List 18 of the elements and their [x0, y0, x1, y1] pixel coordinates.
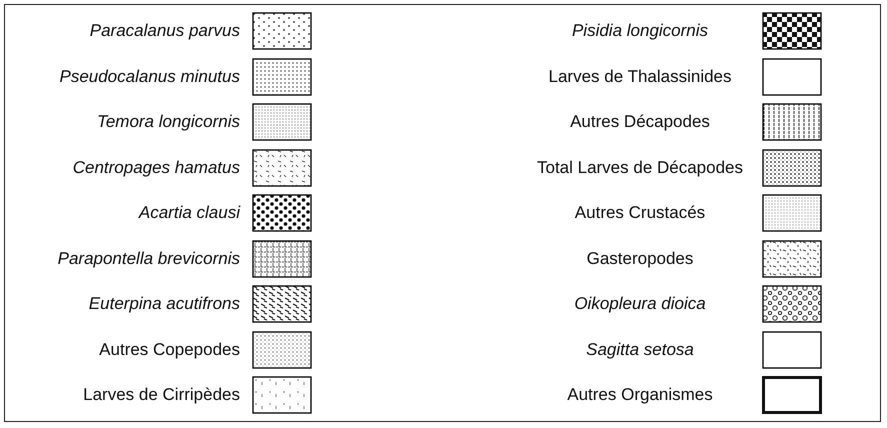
legend-label: Sagitta setosa [586, 340, 694, 360]
legend-label: Acartia clausi [138, 203, 240, 223]
legend-label: Paracalanus parvus [90, 21, 240, 41]
legend-label: Larves de Thalassinides [548, 66, 732, 86]
legend-label: Larves de Cirripèdes [83, 385, 240, 405]
legend-label: Euterpina acutifrons [88, 294, 240, 314]
legend-label: Temora longicornis [97, 112, 240, 132]
legend-label: Autres Crustacés [574, 203, 706, 223]
legend-label: Gasteropodes [586, 248, 694, 268]
legend-label: Pisidia longicornis [572, 21, 708, 41]
legend-label: Total Larves de Décapodes [536, 158, 744, 178]
legend-label: Pseudocalanus minutus [59, 66, 240, 86]
legend-label: Autres Décapodes [570, 112, 710, 132]
legend-label: Oikopleura dioica [574, 294, 706, 314]
legend-label: Autres Organismes [567, 385, 713, 405]
legend-label: Autres Copepodes [99, 340, 240, 360]
legend-label: Centropages hamatus [72, 158, 240, 178]
legend-label: Parapontella brevicornis [58, 248, 240, 268]
